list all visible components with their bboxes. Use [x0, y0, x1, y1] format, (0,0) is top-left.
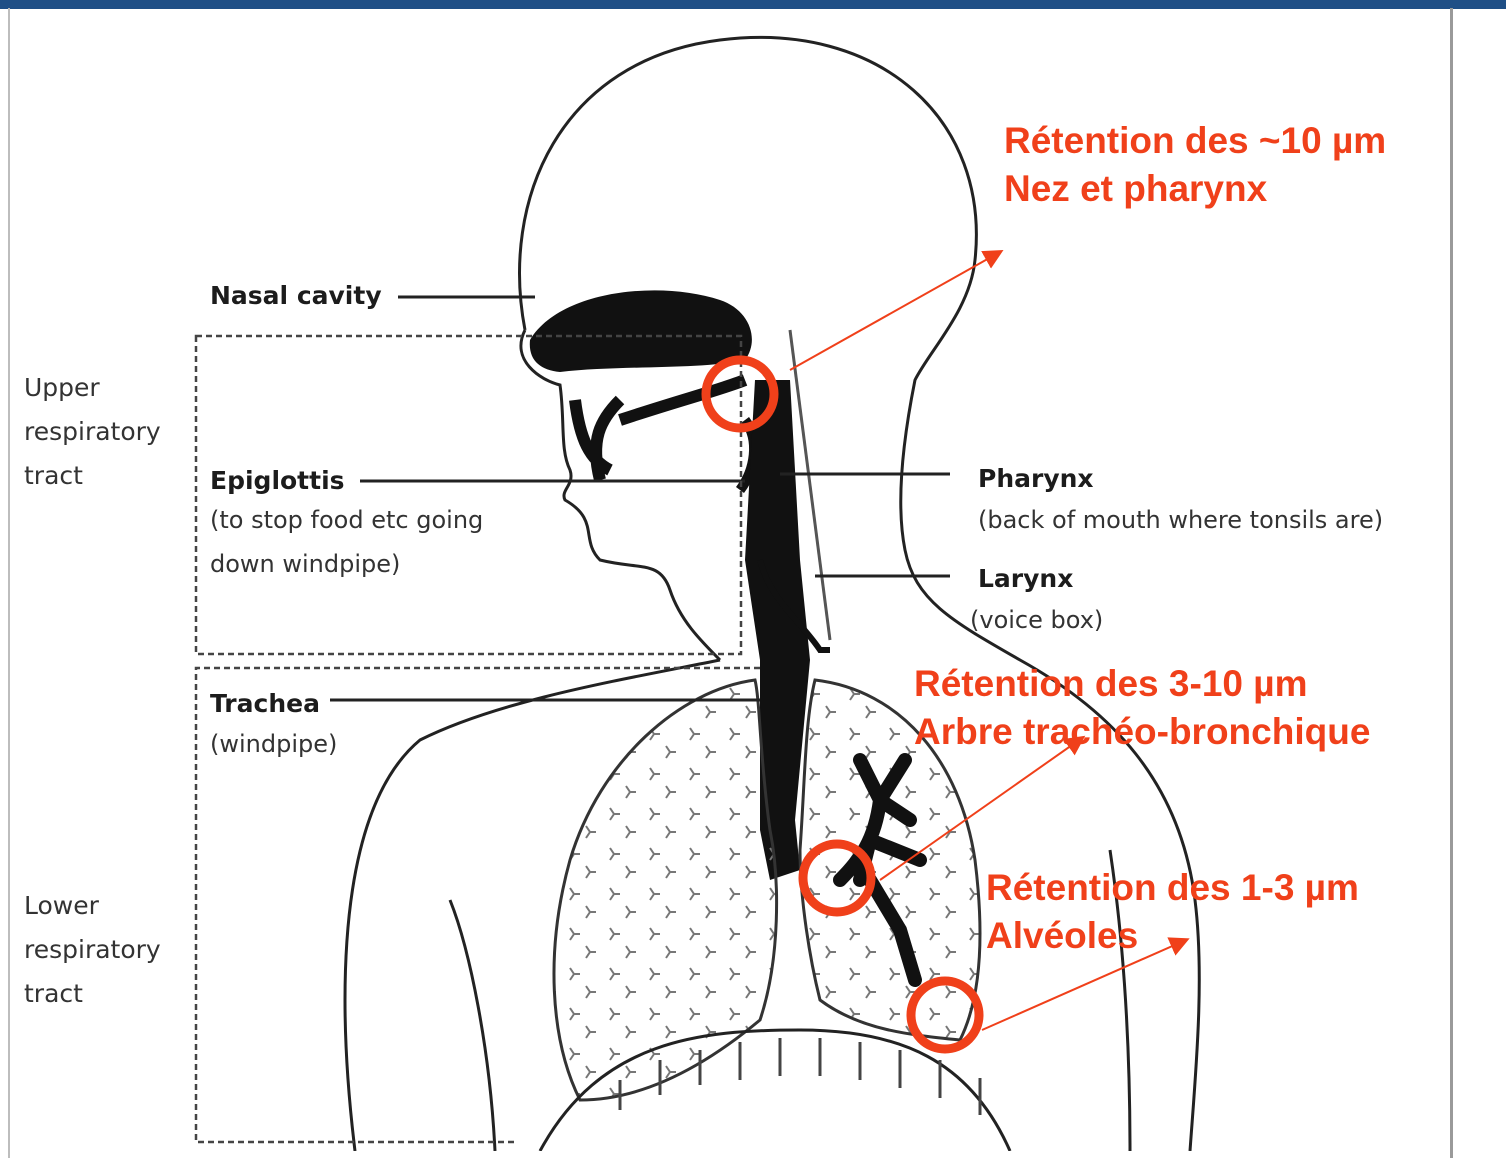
face-profile: [521, 330, 720, 660]
lower-tract-line: tract: [24, 972, 161, 1016]
label-larynx-note: (voice box): [970, 598, 1103, 642]
annotation-alveoli-site: Alvéoles: [986, 912, 1359, 960]
arrow-nose: [790, 252, 1000, 370]
label-larynx: Larynx: [978, 564, 1073, 593]
annotation-alveoli: Rétention des 1-3 µm Alvéoles: [986, 864, 1359, 960]
lower-tract-line: Lower: [24, 884, 161, 928]
label-pharynx: Pharynx: [978, 464, 1094, 493]
annotation-nose-site: Nez et pharynx: [1004, 165, 1386, 213]
label-trachea-note: (windpipe): [210, 722, 337, 766]
annotation-nose: Rétention des ~10 µm Nez et pharynx: [1004, 117, 1386, 213]
left-arm: [450, 900, 495, 1151]
upper-tract-line: respiratory: [24, 410, 161, 454]
annotation-alveoli-size: Rétention des 1-3 µm: [986, 864, 1359, 912]
annotation-nose-size: Rétention des ~10 µm: [1004, 117, 1386, 165]
upper-tract-line: Upper: [24, 366, 161, 410]
label-epiglottis-note: (to stop food etc going down windpipe): [210, 498, 483, 586]
annotation-bronchi-size: Rétention des 3-10 µm: [914, 660, 1370, 708]
label-trachea: Trachea: [210, 689, 320, 718]
epiglottis-note-line: down windpipe): [210, 542, 483, 586]
tongue-shape: [575, 400, 620, 480]
nasal-cavity-shape: [530, 290, 752, 372]
epiglottis-note-line: (to stop food etc going: [210, 498, 483, 542]
label-epiglottis: Epiglottis: [210, 466, 345, 495]
annotation-bronchi-site: Arbre trachéo-bronchique: [914, 708, 1370, 756]
annotation-bronchi: Rétention des 3-10 µm Arbre trachéo-bron…: [914, 660, 1370, 756]
upper-tract-line: tract: [24, 454, 161, 498]
label-upper-tract: Upper respiratory tract: [24, 366, 161, 498]
label-nasal-cavity: Nasal cavity: [210, 281, 382, 310]
label-pharynx-note: (back of mouth where tonsils are): [978, 498, 1383, 542]
left-lung: [554, 680, 777, 1100]
label-lower-tract: Lower respiratory tract: [24, 884, 161, 1016]
pharynx-tube: [620, 380, 745, 420]
lower-tract-line: respiratory: [24, 928, 161, 972]
upper-tract-bracket: [196, 336, 741, 654]
